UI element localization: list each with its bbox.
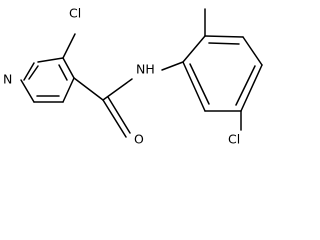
bond-c-o-double-2	[107, 96, 131, 134]
bond-carbonyl-nh	[102, 78, 133, 101]
bond-c3-c4	[62, 77, 75, 103]
aryl-bond-6	[182, 61, 206, 112]
aryl-bond-3	[242, 36, 263, 66]
bond-c2-n	[37, 57, 64, 63]
aryl-bond-4-inner	[235, 65, 256, 106]
atom-label-n-ring: N	[3, 72, 12, 87]
bond-c2-cl	[62, 33, 76, 59]
aryl-bond-2-inner	[208, 42, 240, 45]
bond-c5-c6	[20, 79, 35, 103]
bond-c2-c3	[62, 57, 75, 79]
bond-c3-carbonyl	[73, 77, 104, 101]
bond-n-c2	[23, 62, 35, 81]
atom-label-nh: NH	[136, 62, 155, 77]
aryl-bond-2	[204, 35, 244, 38]
atom-label-cl-aryl: Cl	[228, 132, 240, 147]
bond-c-o-double-1	[102, 99, 127, 138]
atom-label-o-carbonyl: O	[134, 132, 144, 147]
bond-c2-c3-inner	[58, 64, 68, 81]
pyridine-ring	[20, 57, 75, 103]
chlorotoluene-ring	[182, 35, 263, 112]
chemical-structure-diagram: Cl N NH O Cl	[3, 6, 263, 147]
aryl-bond-4	[240, 64, 263, 112]
bond-nh-aryl	[161, 61, 184, 71]
aryl-bond-1	[182, 35, 206, 63]
aryl-bond-6-inner	[189, 63, 210, 105]
bond-n-c6-double	[28, 65, 39, 80]
atom-label-cl-pyridine: Cl	[69, 6, 81, 21]
